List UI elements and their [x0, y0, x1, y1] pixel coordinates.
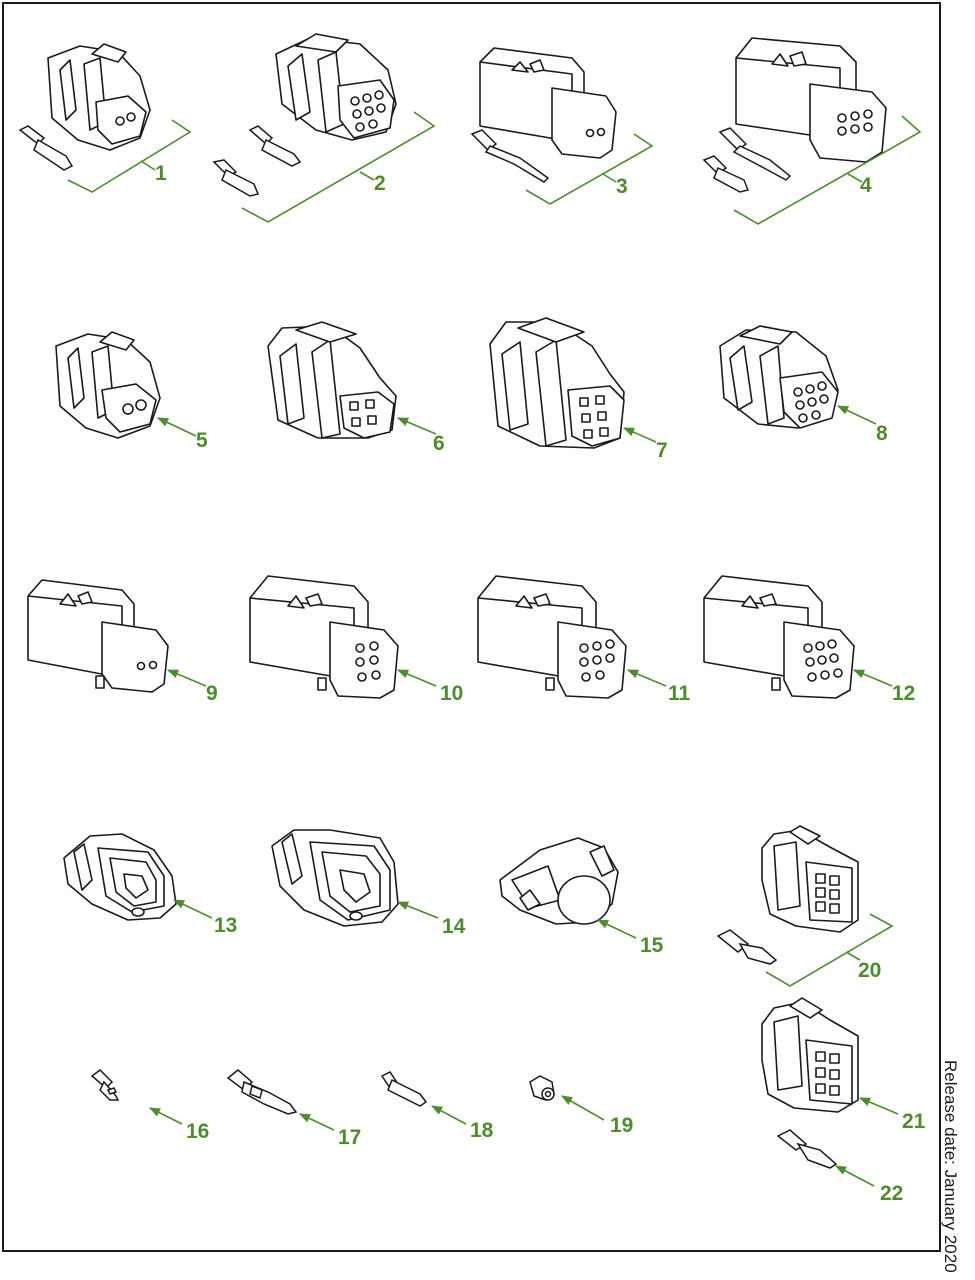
part-22-arrow [835, 1165, 875, 1187]
part-7-connector [489, 317, 625, 449]
part-3-terminal [470, 129, 550, 183]
callout-7: 7 [656, 439, 668, 462]
callout-21: 21 [902, 1110, 926, 1133]
part-4-leader [847, 173, 863, 183]
callout-1: 1 [155, 162, 167, 185]
part-6-connector [267, 321, 397, 439]
callout-20: 20 [858, 959, 881, 982]
callout-17: 17 [338, 1126, 361, 1149]
part-5-arrow [156, 417, 197, 437]
part-1-connector [47, 43, 151, 151]
part-19-arrow [561, 1095, 605, 1121]
part-12-connector [703, 575, 855, 699]
release-date-text: Release date: January 2020 [941, 1060, 960, 1273]
part-2-leader [359, 171, 375, 181]
part-17-terminal [226, 1069, 298, 1115]
callout-5: 5 [196, 429, 208, 452]
part-8-connector [719, 325, 839, 429]
part-3-bracket [525, 133, 654, 205]
part-1-leader [140, 160, 156, 171]
part-4-bracket [733, 115, 922, 225]
part-2-terminals [212, 125, 302, 197]
callout-22: 22 [880, 1182, 903, 1205]
callout-10: 10 [440, 682, 463, 705]
part-13-arrow [172, 899, 213, 919]
part-16-arrow [148, 1107, 183, 1125]
callout-3: 3 [616, 175, 628, 198]
part-1-terminal [18, 125, 74, 171]
part-3-connector [479, 47, 617, 159]
callout-2: 2 [374, 172, 386, 195]
part-9-connector [27, 579, 169, 693]
part-1-bracket [67, 119, 192, 193]
part-20-connector [761, 825, 859, 933]
part-17-arrow [298, 1113, 335, 1131]
part-6-arrow [396, 417, 437, 435]
part-13-housing [63, 833, 177, 921]
callout-19: 19 [610, 1114, 633, 1137]
part-20-terminal [716, 929, 778, 965]
callout-4: 4 [860, 174, 872, 197]
part-11-arrow [626, 669, 667, 687]
part-21-arrow [858, 1097, 899, 1115]
part-19-seal [529, 1075, 555, 1101]
release-date-note: Release date: January 2020 [941, 1060, 975, 1280]
part-4-connector [735, 37, 887, 163]
part-7-arrow [622, 427, 657, 443]
part-14-housing [271, 829, 399, 927]
part-2-connector [275, 33, 397, 141]
part-2-bracket [241, 111, 436, 223]
diagram-frame [2, 2, 941, 1252]
part-20-bracket [765, 913, 894, 987]
callout-12: 12 [892, 682, 915, 705]
callout-13: 13 [214, 914, 237, 937]
part-20-leader [845, 951, 861, 961]
part-18-arrow [431, 1105, 467, 1125]
part-10-connector [249, 575, 399, 699]
part-5-connector [55, 331, 161, 439]
callout-14: 14 [442, 915, 466, 938]
part-9-arrow [166, 669, 207, 687]
part-8-arrow [836, 405, 877, 425]
callout-15: 15 [640, 934, 664, 957]
callout-8: 8 [876, 422, 888, 445]
part-15-arrow [596, 919, 637, 939]
callout-18: 18 [470, 1119, 494, 1142]
part-14-arrow [396, 901, 439, 919]
part-3-leader [602, 173, 617, 183]
callout-16: 16 [186, 1120, 209, 1143]
callout-11: 11 [668, 682, 691, 705]
part-18-terminal [380, 1071, 428, 1107]
callout-9: 9 [206, 682, 218, 705]
part-16-terminal [90, 1069, 120, 1101]
part-22-terminal [776, 1129, 838, 1169]
part-11-connector [477, 575, 627, 699]
part-15-cap [499, 837, 619, 925]
part-10-arrow [396, 669, 437, 687]
part-12-arrow [852, 669, 893, 687]
part-4-terminals [702, 127, 792, 193]
callout-6: 6 [433, 432, 445, 455]
part-21-connector [761, 997, 859, 1113]
